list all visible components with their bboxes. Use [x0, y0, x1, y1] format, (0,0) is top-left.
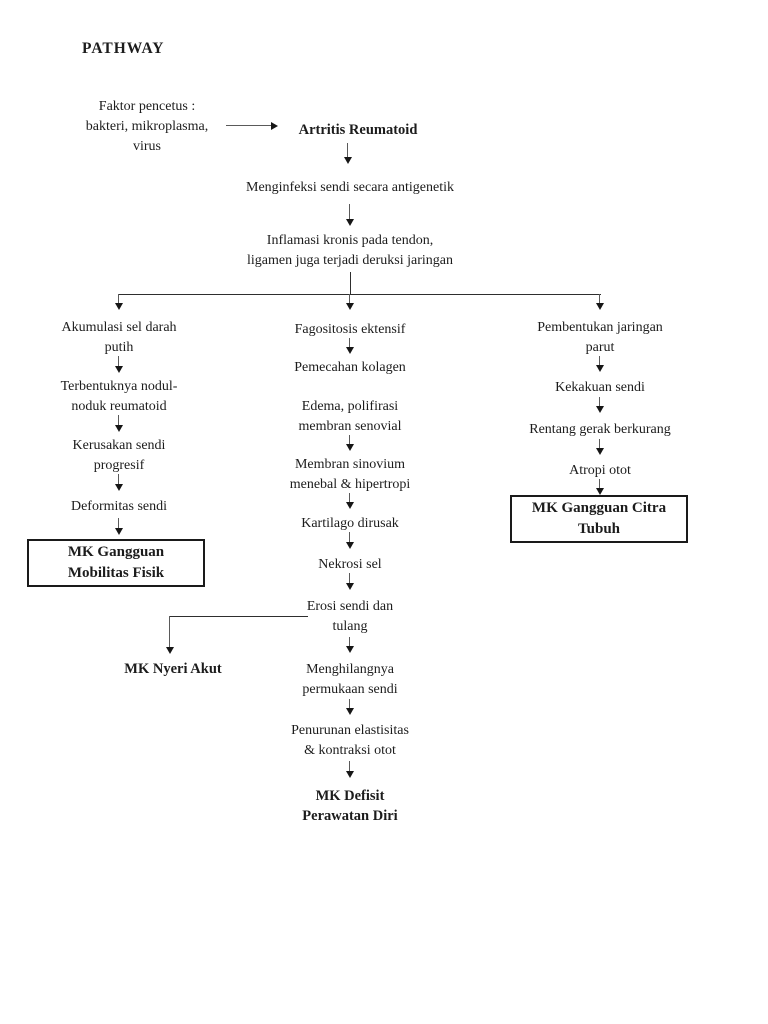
arrow-head — [114, 425, 123, 432]
arrow-line — [349, 532, 350, 542]
arrow-line — [349, 761, 350, 771]
node-penurunan: Penurunan elastisitas & kontraksi otot — [291, 723, 409, 758]
arrow-line — [599, 294, 600, 303]
box-mk-gangguan-mobilitas-fisik: MK Gangguan Mobilitas Fisik — [27, 539, 205, 587]
node-menginfeksi: Menginfeksi sendi secara antigenetik — [246, 180, 454, 195]
node-mk-nyeri-akut: MK Nyeri Akut — [124, 661, 222, 677]
page-title: PATHWAY — [82, 40, 165, 57]
arrow-down-icon — [345, 761, 354, 778]
arrow-line — [347, 143, 348, 157]
arrow-head — [343, 157, 352, 164]
node-mk-defisit-perawatan-diri: MK Defisit Perawatan Diri — [302, 788, 398, 824]
node-inflamasi: Inflamasi kronis pada tendon, ligamen ju… — [246, 233, 454, 268]
arrow-line — [349, 699, 350, 708]
arrow-down-icon — [345, 573, 354, 590]
arrow-line — [118, 474, 119, 484]
node-faktor-pencetus: Faktor pencetus : bakteri, mikroplasma, … — [85, 99, 209, 154]
arrow-right-icon — [226, 121, 278, 130]
arrow-head — [345, 502, 354, 509]
arrow-down-icon — [114, 415, 123, 432]
arrow-line — [118, 356, 119, 366]
node-kartilago: Kartilago dirusak — [301, 516, 399, 531]
arrow-line — [169, 616, 170, 647]
node-membran: Membran sinovium menebal & hipertropi — [289, 457, 411, 492]
node-erosi: Erosi sendi dan tulang — [306, 599, 394, 634]
arrow-head — [345, 646, 354, 653]
arrow-line — [349, 338, 350, 347]
node-deformitas: Deformitas sendi — [70, 499, 168, 514]
arrow-down-icon — [345, 435, 354, 451]
arrow-line — [349, 637, 350, 646]
arrow-line — [599, 439, 600, 448]
arrow-head — [595, 488, 604, 495]
node-pemecahan: Pemecahan kolagen — [294, 360, 406, 375]
arrow-line — [599, 479, 600, 488]
node-rentang: Rentang gerak berkurang — [529, 422, 671, 437]
arrow-head — [345, 771, 354, 778]
branch-stem-line — [350, 272, 351, 294]
arrow-head — [165, 647, 174, 654]
arrow-down-icon — [345, 338, 354, 354]
elbow-arrow-down-icon — [165, 616, 174, 654]
arrow-head — [345, 583, 354, 590]
node-pembentukan: Pembentukan jaringan parut — [537, 320, 663, 355]
arrow-line — [349, 435, 350, 444]
arrow-line — [599, 397, 600, 406]
arrow-head — [345, 347, 354, 354]
arrow-down-icon — [345, 637, 354, 653]
node-terbentuknya: Terbentuknya nodul- noduk reumatoid — [60, 379, 178, 414]
arrow-down-icon — [114, 474, 123, 491]
arrow-head — [595, 303, 604, 310]
arrow-down-icon — [595, 479, 604, 495]
node-atropi: Atropi otot — [569, 463, 631, 478]
node-artritis-reumatoid: Artritis Reumatoid — [298, 122, 418, 138]
arrow-head — [345, 219, 354, 226]
branch-arrow-center-icon — [345, 294, 354, 310]
arrow-head — [595, 448, 604, 455]
box-mk-gangguan-citra-tubuh: MK Gangguan Citra Tubuh — [510, 495, 688, 543]
branch-arrow-left-icon — [114, 294, 123, 310]
arrow-line — [599, 356, 600, 365]
arrow-down-icon — [114, 356, 123, 373]
arrow-line — [226, 125, 271, 126]
arrow-line — [349, 493, 350, 502]
arrow-down-icon — [345, 532, 354, 549]
arrow-head — [595, 365, 604, 372]
arrow-down-icon — [595, 356, 604, 372]
arrow-line — [118, 415, 119, 425]
arrow-head — [114, 528, 123, 535]
arrow-line — [349, 294, 350, 303]
arrow-head — [114, 303, 123, 310]
arrow-line — [349, 573, 350, 583]
branch-arrow-right-icon — [595, 294, 604, 310]
node-menghilangnya: Menghilangnya permukaan sendi — [302, 662, 398, 697]
branch-bar-line — [119, 294, 601, 295]
arrow-down-icon — [345, 699, 354, 715]
node-kerusakan: Kerusakan sendi progresif — [72, 438, 166, 473]
arrow-head — [595, 406, 604, 413]
node-edema: Edema, polifirasi membran senovial — [298, 399, 402, 434]
arrow-down-icon — [595, 439, 604, 455]
elbow-line — [170, 616, 308, 617]
node-kekakuan: Kekakuan sendi — [555, 380, 645, 395]
node-akumulasi: Akumulasi sel darah putih — [61, 320, 177, 355]
arrow-head — [271, 121, 278, 130]
arrow-head — [114, 366, 123, 373]
arrow-line — [349, 204, 350, 219]
arrow-head — [114, 484, 123, 491]
arrow-down-icon — [114, 518, 123, 535]
arrow-head — [345, 444, 354, 451]
arrow-down-icon — [345, 493, 354, 509]
arrow-down-icon — [345, 204, 354, 226]
arrow-down-icon — [343, 143, 352, 164]
arrow-head — [345, 708, 354, 715]
node-nekrosi: Nekrosi sel — [318, 557, 382, 572]
node-fagositosis: Fagositosis ektensif — [294, 322, 406, 337]
arrow-down-icon — [595, 397, 604, 413]
arrow-head — [345, 542, 354, 549]
arrow-line — [118, 294, 119, 303]
arrow-line — [118, 518, 119, 528]
arrow-head — [345, 303, 354, 310]
